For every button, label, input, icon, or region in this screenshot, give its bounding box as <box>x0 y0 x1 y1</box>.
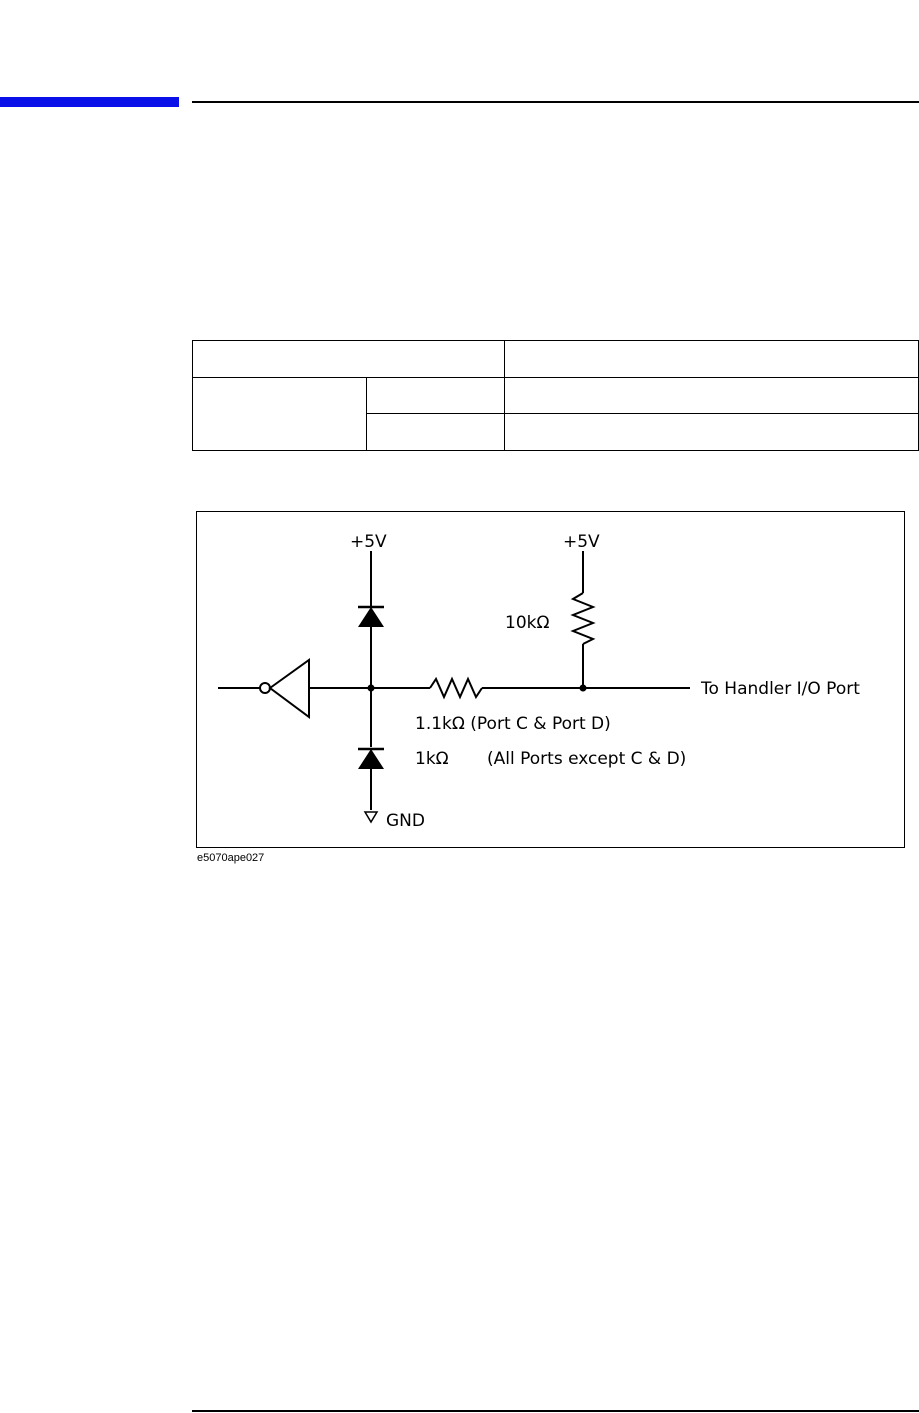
table-row <box>192 340 919 378</box>
ground-icon <box>363 811 379 824</box>
pullup-resistor-icon <box>570 592 596 645</box>
series-resistor-icon <box>429 676 483 700</box>
table-cell <box>192 340 505 378</box>
supply-label-right: +5V <box>563 532 600 552</box>
header-rule <box>192 101 919 103</box>
pullup-resistor-label: 10kΩ <box>505 613 549 633</box>
series-resistor-label-a: 1.1kΩ (Port C & Port D) <box>415 714 611 734</box>
series-resistor-label-b-value: 1kΩ <box>415 749 449 769</box>
ground-label: GND <box>386 811 425 831</box>
supply-label-left: +5V <box>350 532 387 552</box>
table-cell <box>192 377 367 451</box>
upper-diode-icon <box>358 607 384 627</box>
figure-id-label: e5070ape027 <box>197 852 265 864</box>
table-row <box>193 413 919 451</box>
footer-rule <box>192 1410 919 1412</box>
table-row <box>192 377 919 451</box>
section-marker-bar <box>0 97 179 107</box>
inverter-buffer-symbol <box>268 658 310 719</box>
circuit-figure-frame <box>196 511 905 848</box>
lower-diode-icon <box>358 749 384 769</box>
spec-table <box>192 340 919 451</box>
table-cell <box>504 377 919 414</box>
table-cell <box>366 377 505 414</box>
table-cell <box>366 413 505 451</box>
output-label: To Handler I/O Port <box>700 679 860 699</box>
table-cell <box>504 340 919 378</box>
series-resistor-label-b-note: (All Ports except C & D) <box>487 749 686 769</box>
table-cell <box>504 413 919 451</box>
circuit-diagram: +5V +5V 10kΩ To Handler I/O Port 1.1kΩ (… <box>218 532 860 831</box>
